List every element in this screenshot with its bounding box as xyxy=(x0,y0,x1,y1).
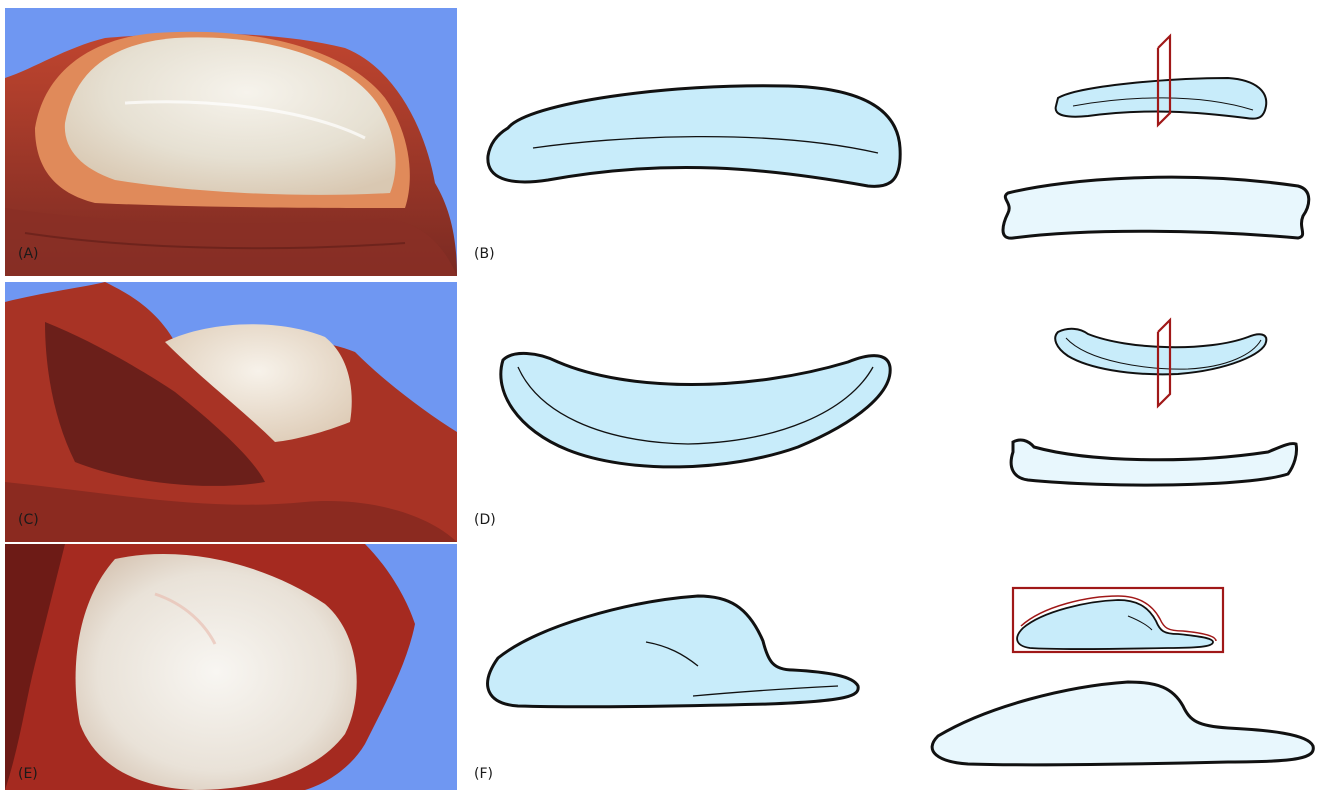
cross-section xyxy=(1003,177,1309,238)
panel-label-e: (E) xyxy=(18,766,38,782)
meniscus-shape-large xyxy=(501,353,890,466)
panel-label-b: (B) xyxy=(474,246,495,262)
panel-d-schematic xyxy=(468,282,1328,544)
meniscus-shape-small xyxy=(1055,329,1266,375)
panel-e-photo xyxy=(5,544,457,790)
meniscus-shape-large xyxy=(488,596,859,707)
panel-label-f: (F) xyxy=(474,766,493,782)
panel-f-schematic xyxy=(468,546,1328,790)
panel-b-schematic xyxy=(468,8,1328,278)
panel-a-photo xyxy=(5,8,457,276)
panel-label-c: (C) xyxy=(18,512,39,528)
panel-c-photo xyxy=(5,282,457,542)
panel-label-a: (A) xyxy=(18,246,39,262)
cross-section xyxy=(1011,440,1296,485)
cross-section xyxy=(932,682,1313,765)
panel-label-d: (D) xyxy=(474,512,496,528)
meniscus-shape-small xyxy=(1017,600,1213,649)
